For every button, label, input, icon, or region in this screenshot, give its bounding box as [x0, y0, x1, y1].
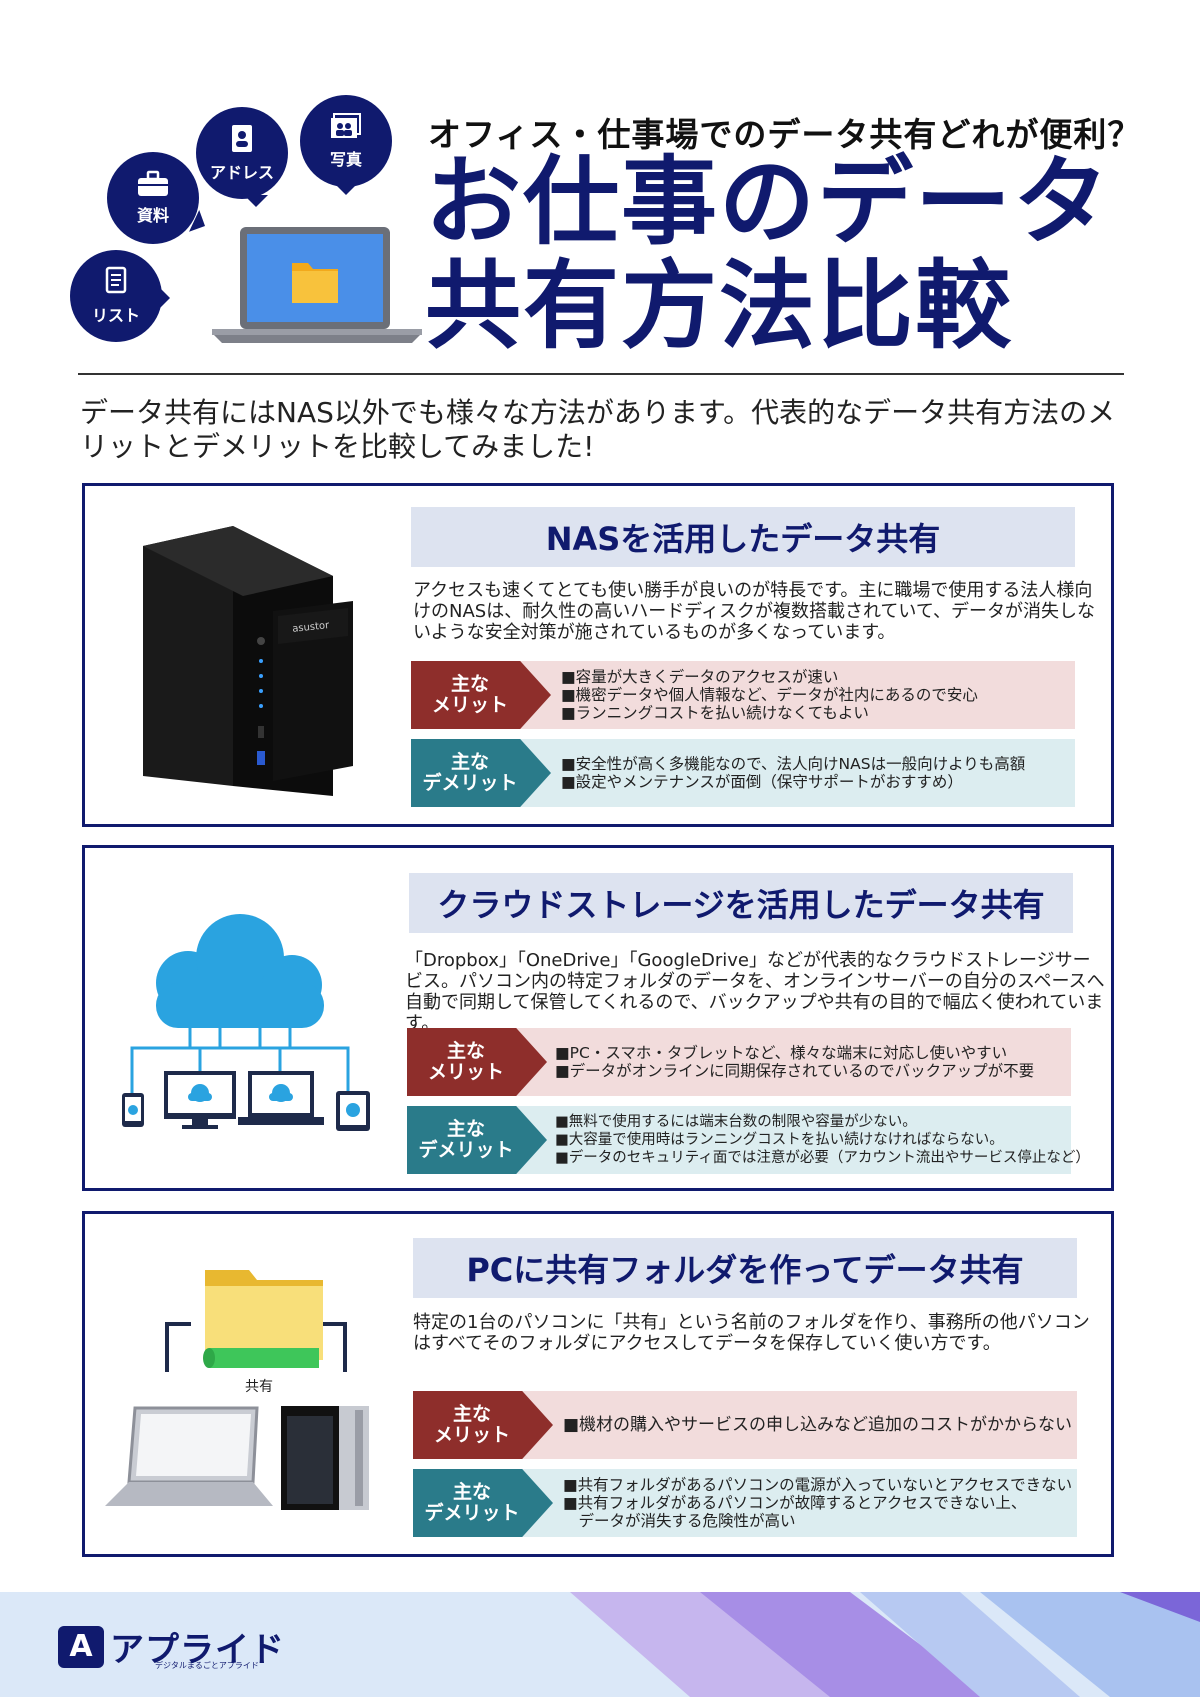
merit-item: ■容量が大きくデータのアクセスが速い [561, 668, 839, 686]
merit-item: ■機材の購入やサービスの申し込みなど追加のコストがかからない [563, 1415, 1073, 1435]
bubble-label: リスト [91, 306, 140, 325]
nas-device-image: asustor [143, 526, 353, 796]
bubble-list: リスト [70, 250, 170, 342]
demerit-item: ■データのセキュリティ面では注意が必要（アカウント流出やサービス停止など） [555, 1150, 1090, 1166]
page-subtitle: オフィス・仕事場でのデータ共有どれが便利？ [428, 115, 1142, 154]
photo-icon [331, 113, 361, 138]
merit-list: ■容量が大きくデータのアクセスが速い ■機密データや個人情報など、データが社内に… [561, 661, 1069, 729]
bubble-label: 資料 [136, 206, 169, 225]
shared-folder-illustration: 共有 [105, 1270, 369, 1510]
merit-tag: 主なメリット [413, 1391, 553, 1459]
footer [0, 1592, 1200, 1697]
bubble-label: アドレス [209, 163, 274, 182]
merit-item: ■機密データや個人情報など、データが社内にあるので安心 [561, 686, 978, 704]
section-nas: asustor NASを活用したデータ共有 アクセスも速くてとても使い勝手が良い… [82, 483, 1114, 827]
merit-tag: 主なメリット [411, 661, 551, 729]
merit-row: 主なメリット ■PC・スマホ・タブレットなど、様々な端末に対応し使いやすい ■デ… [407, 1028, 1071, 1096]
merit-item: ■ランニングコストを払い続けなくてもよい [561, 704, 869, 722]
cloud-network-illustration [122, 914, 370, 1131]
laptop-folder-illustration [212, 227, 422, 343]
folder-label: 共有 [245, 1379, 273, 1395]
bubble-address: アドレス [196, 107, 288, 207]
bubble-materials: 資料 [107, 152, 221, 244]
demerit-row: 主なデメリット ■無料で使用するには端末台数の制限や容量が少ない。 ■大容量で使… [407, 1106, 1090, 1174]
demerit-list: ■安全性が高く多機能なので、法人向けNASは一般向けよりも高額 ■設定やメンテナ… [561, 739, 1069, 807]
demerit-row: 主なデメリット ■安全性が高く多機能なので、法人向けNASは一般向けよりも高額 … [411, 739, 1075, 807]
demerit-item: ■共有フォルダがあるパソコンが故障するとアクセスできない上、 [563, 1494, 1027, 1512]
demerit-item: ■安全性が高く多機能なので、法人向けNASは一般向けよりも高額 [561, 755, 1026, 773]
demerit-item: ■大容量で使用時はランニングコストを払い続けなければならない。 [555, 1132, 1004, 1148]
section-description: 特定の1台のパソコンに「共有」という名前のフォルダを作り、事務所の他パソコンはす… [413, 1312, 1090, 1354]
merit-row: 主なメリット ■機材の購入やサービスの申し込みなど追加のコストがかからない [413, 1391, 1077, 1459]
logo-tagline: デジタルまるごとアプライド [155, 1661, 259, 1670]
merit-item: ■データがオンラインに同期保存されているのでバックアップが不要 [555, 1062, 1035, 1080]
merit-row: 主なメリット ■容量が大きくデータのアクセスが速い ■機密データや個人情報など、… [411, 661, 1075, 729]
logo-text: アプライド [110, 1630, 285, 1670]
demerit-tag: 主なデメリット [413, 1469, 553, 1537]
demerit-row: 主なデメリット ■共有フォルダがあるパソコンの電源が入っていないとアクセスできな… [413, 1469, 1077, 1537]
briefcase-icon [138, 170, 168, 196]
demerit-tag: 主なデメリット [411, 739, 551, 807]
section-cloud: クラウドストレージを活用したデータ共有 「Dropbox」「OneDrive」「… [82, 845, 1114, 1191]
demerit-list: ■共有フォルダがあるパソコンの電源が入っていないとアクセスできない ■共有フォル… [563, 1469, 1073, 1537]
demerit-item: データが消失する危険性が高い [563, 1512, 796, 1530]
merit-tag: 主なメリット [407, 1028, 547, 1096]
intro-text: データ共有にはNAS以外でも様々な方法があります。代表的なデータ共有方法のメリッ… [80, 396, 1116, 463]
demerit-item: ■共有フォルダがあるパソコンの電源が入っていないとアクセスできない [563, 1476, 1073, 1494]
document-icon [105, 266, 127, 294]
section-description: アクセスも速くてとても使い勝手が良いのが特長です。主に職場で使用する法人様向けの… [413, 580, 1095, 643]
merit-list: ■PC・スマホ・タブレットなど、様々な端末に対応し使いやすい ■データがオンライ… [555, 1028, 1065, 1096]
page-title: お仕事のデータ 共有方法比較 [425, 150, 1111, 358]
merit-item: ■PC・スマホ・タブレットなど、様々な端末に対応し使いやすい [555, 1044, 1008, 1062]
page-title-line: 共有方法比較 [425, 250, 1013, 362]
demerit-list: ■無料で使用するには端末台数の制限や容量が少ない。 ■大容量で使用時はランニング… [555, 1106, 1090, 1174]
merit-list: ■機材の購入やサービスの申し込みなど追加のコストがかからない [563, 1391, 1073, 1459]
section-heading: NASを活用したデータ共有 [411, 507, 1075, 567]
demerit-item: ■無料で使用するには端末台数の制限や容量が少ない。 [555, 1114, 917, 1130]
section-description: 「Dropbox」「OneDrive」「GoogleDrive」などが代表的なク… [405, 950, 1105, 1034]
bubble-label: 写真 [329, 150, 362, 169]
demerit-item: ■設定やメンテナンスが面倒（保守サポートがおすすめ） [561, 773, 963, 791]
demerit-tag: 主なデメリット [407, 1106, 547, 1174]
address-book-icon [232, 125, 252, 152]
divider [78, 373, 1124, 375]
logo[interactable]: A アプライド [58, 1622, 285, 1671]
section-shared-folder: 共有 PCに共有フォルダを作ってデータ共有 特定の1台のパソコンに「共有」という… [82, 1211, 1114, 1557]
nas-brand-text: asustor [292, 620, 331, 635]
section-heading: PCに共有フォルダを作ってデータ共有 [413, 1238, 1077, 1298]
page-title-line: お仕事のデータ [425, 146, 1111, 258]
section-heading: クラウドストレージを活用したデータ共有 [409, 873, 1073, 933]
footer-stripes [570, 1592, 1200, 1697]
logo-badge: A [58, 1625, 104, 1668]
bubble-photo: 写真 [300, 95, 392, 195]
